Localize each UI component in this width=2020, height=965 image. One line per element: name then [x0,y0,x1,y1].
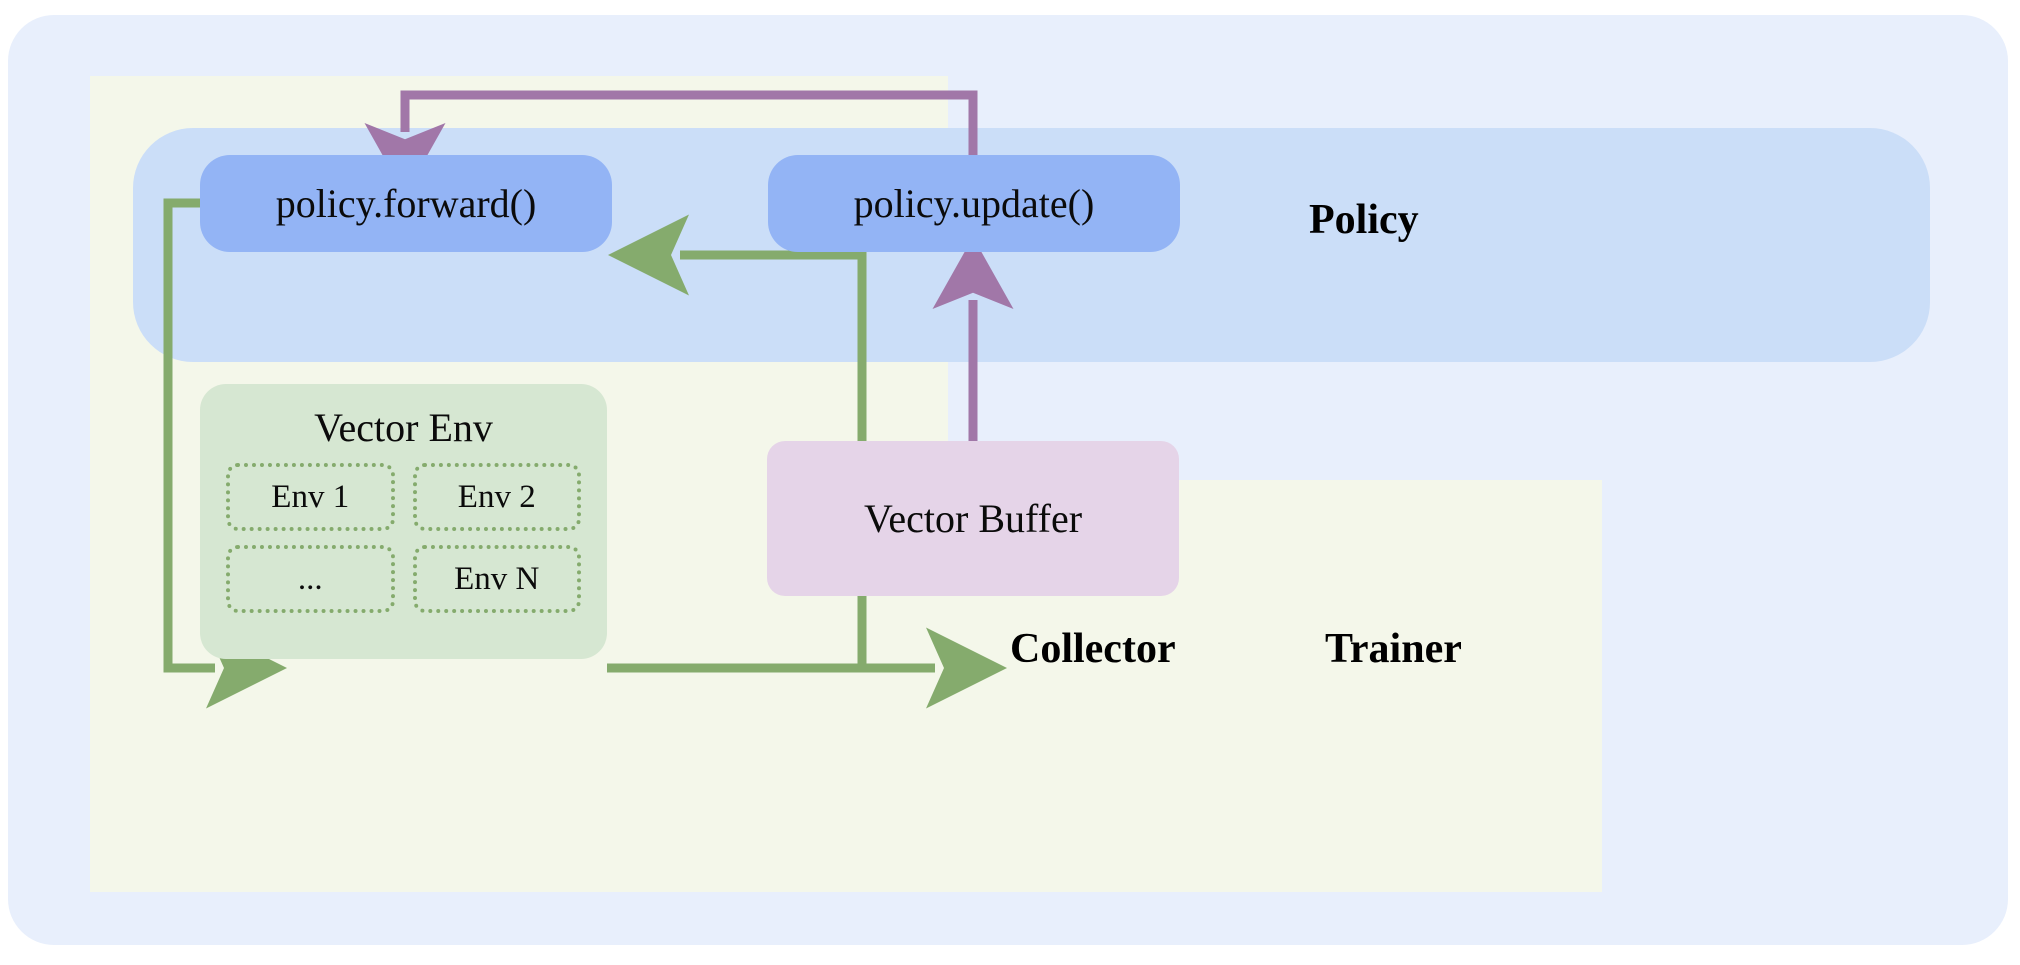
env-cell-1[interactable]: Env 1 [226,463,395,531]
collector-region-label: Collector [1010,626,1176,672]
env-grid: Env 1 Env 2 ... Env N [200,451,607,613]
env-cell-2[interactable]: Env 2 [412,463,581,531]
trainer-region-label: Trainer [1325,626,1462,672]
vector-env-node[interactable]: Vector Env Env 1 Env 2 ... Env N [200,384,607,659]
policy-region-label: Policy [1309,197,1419,243]
env-cell-ellipsis[interactable]: ... [226,545,395,613]
vector-buffer-node[interactable]: Vector Buffer [767,441,1179,596]
policy-forward-node[interactable]: policy.forward() [200,155,612,252]
env-cell-n[interactable]: Env N [412,545,581,613]
policy-update-node[interactable]: policy.update() [768,155,1180,252]
vector-env-title: Vector Env [314,405,493,450]
